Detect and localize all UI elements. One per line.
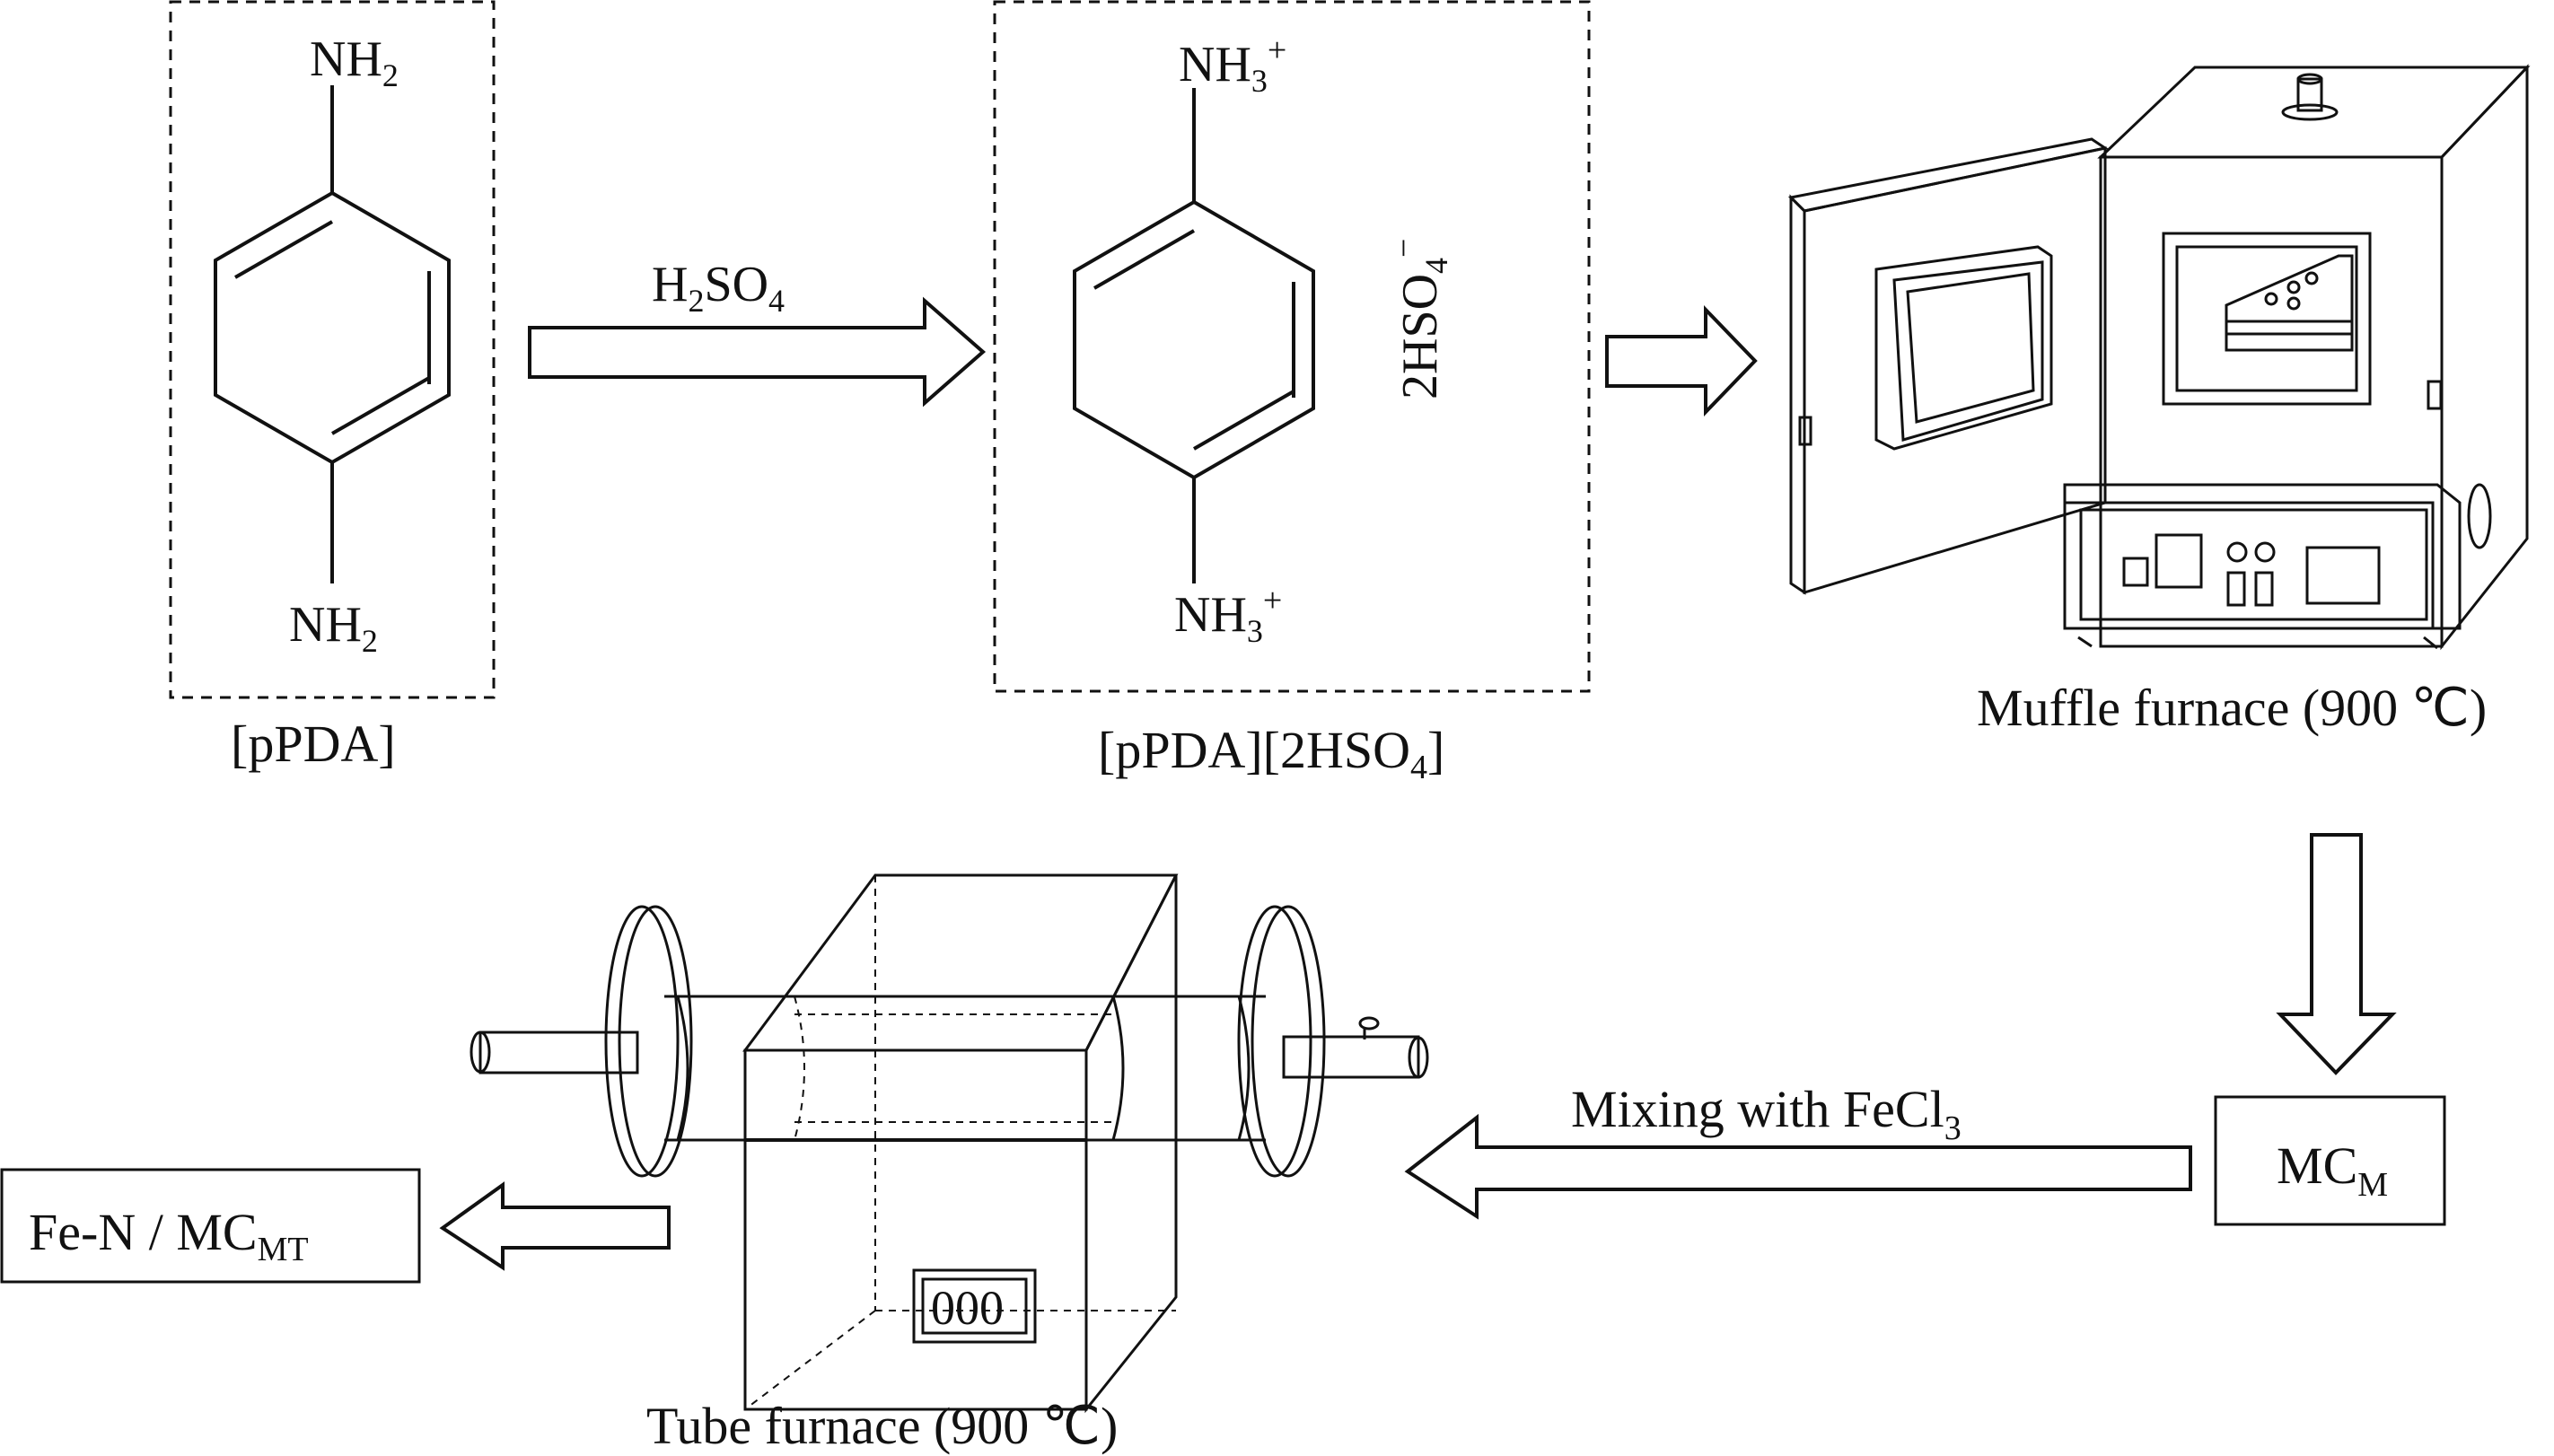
mcm-box bbox=[2214, 1095, 2446, 1226]
hollow-arrow-to-muffle bbox=[1605, 305, 1758, 417]
mcm-label: MCM bbox=[2277, 1136, 2388, 1204]
tube-furnace-hidden-edges bbox=[744, 875, 1176, 1410]
ppda-molecule: NH2 NH2 [pPDA] bbox=[169, 0, 496, 773]
tube-furnace: 000 Tube furnace (900 ℃) bbox=[470, 873, 1429, 1455]
ppda-bottom-amine: NH2 bbox=[289, 597, 378, 659]
hollow-arrow-left-mixing bbox=[1404, 1113, 2192, 1220]
ppda-dashed-box bbox=[169, 0, 496, 699]
mixing-arrow: Mixing with FeCl3 bbox=[1404, 1080, 2192, 1220]
ppda-caption: [pPDA] bbox=[231, 715, 396, 773]
muffle-furnace: Muffle furnace (900 ℃) bbox=[1787, 64, 2531, 737]
product-box: Fe-N / MCMT bbox=[0, 1168, 421, 1284]
ppda-salt-molecule: NH3+ NH3+ 2HSO4− [pPDA][2HSO4] bbox=[993, 0, 1591, 786]
reagent-label: H2SO4 bbox=[652, 257, 785, 319]
reaction-arrow: H2SO4 bbox=[528, 257, 987, 408]
muffle-furnace-body bbox=[1787, 64, 2531, 651]
salt-bottom-ammonium: NH3+ bbox=[1174, 582, 1282, 649]
tube-furnace-caption: Tube furnace (900 ℃) bbox=[646, 1397, 1118, 1455]
hollow-arrow-to-product bbox=[439, 1181, 671, 1271]
salt-top-ammonium: NH3+ bbox=[1179, 31, 1286, 99]
muffle-furnace-caption: Muffle furnace (900 ℃) bbox=[1977, 679, 2487, 737]
intermediate-mcm: MCM bbox=[2214, 1095, 2446, 1226]
counter-ion-label: 2HSO4− bbox=[1385, 239, 1454, 399]
hollow-arrow-right bbox=[528, 296, 987, 408]
tube-furnace-display: 000 bbox=[931, 1281, 1004, 1335]
ppda-top-amine: NH2 bbox=[310, 31, 399, 93]
salt-benzene-ring bbox=[1073, 88, 1315, 583]
product-box-frame bbox=[0, 1168, 421, 1284]
mixing-label: Mixing with FeCl3 bbox=[1571, 1080, 1962, 1147]
ppda-benzene-ring bbox=[214, 85, 451, 583]
product-label: Fe-N / MCMT bbox=[29, 1203, 309, 1268]
hollow-arrow-down bbox=[2276, 833, 2397, 1075]
salt-caption: [pPDA][2HSO4] bbox=[1098, 721, 1444, 786]
tube-furnace-body bbox=[470, 873, 1429, 1414]
